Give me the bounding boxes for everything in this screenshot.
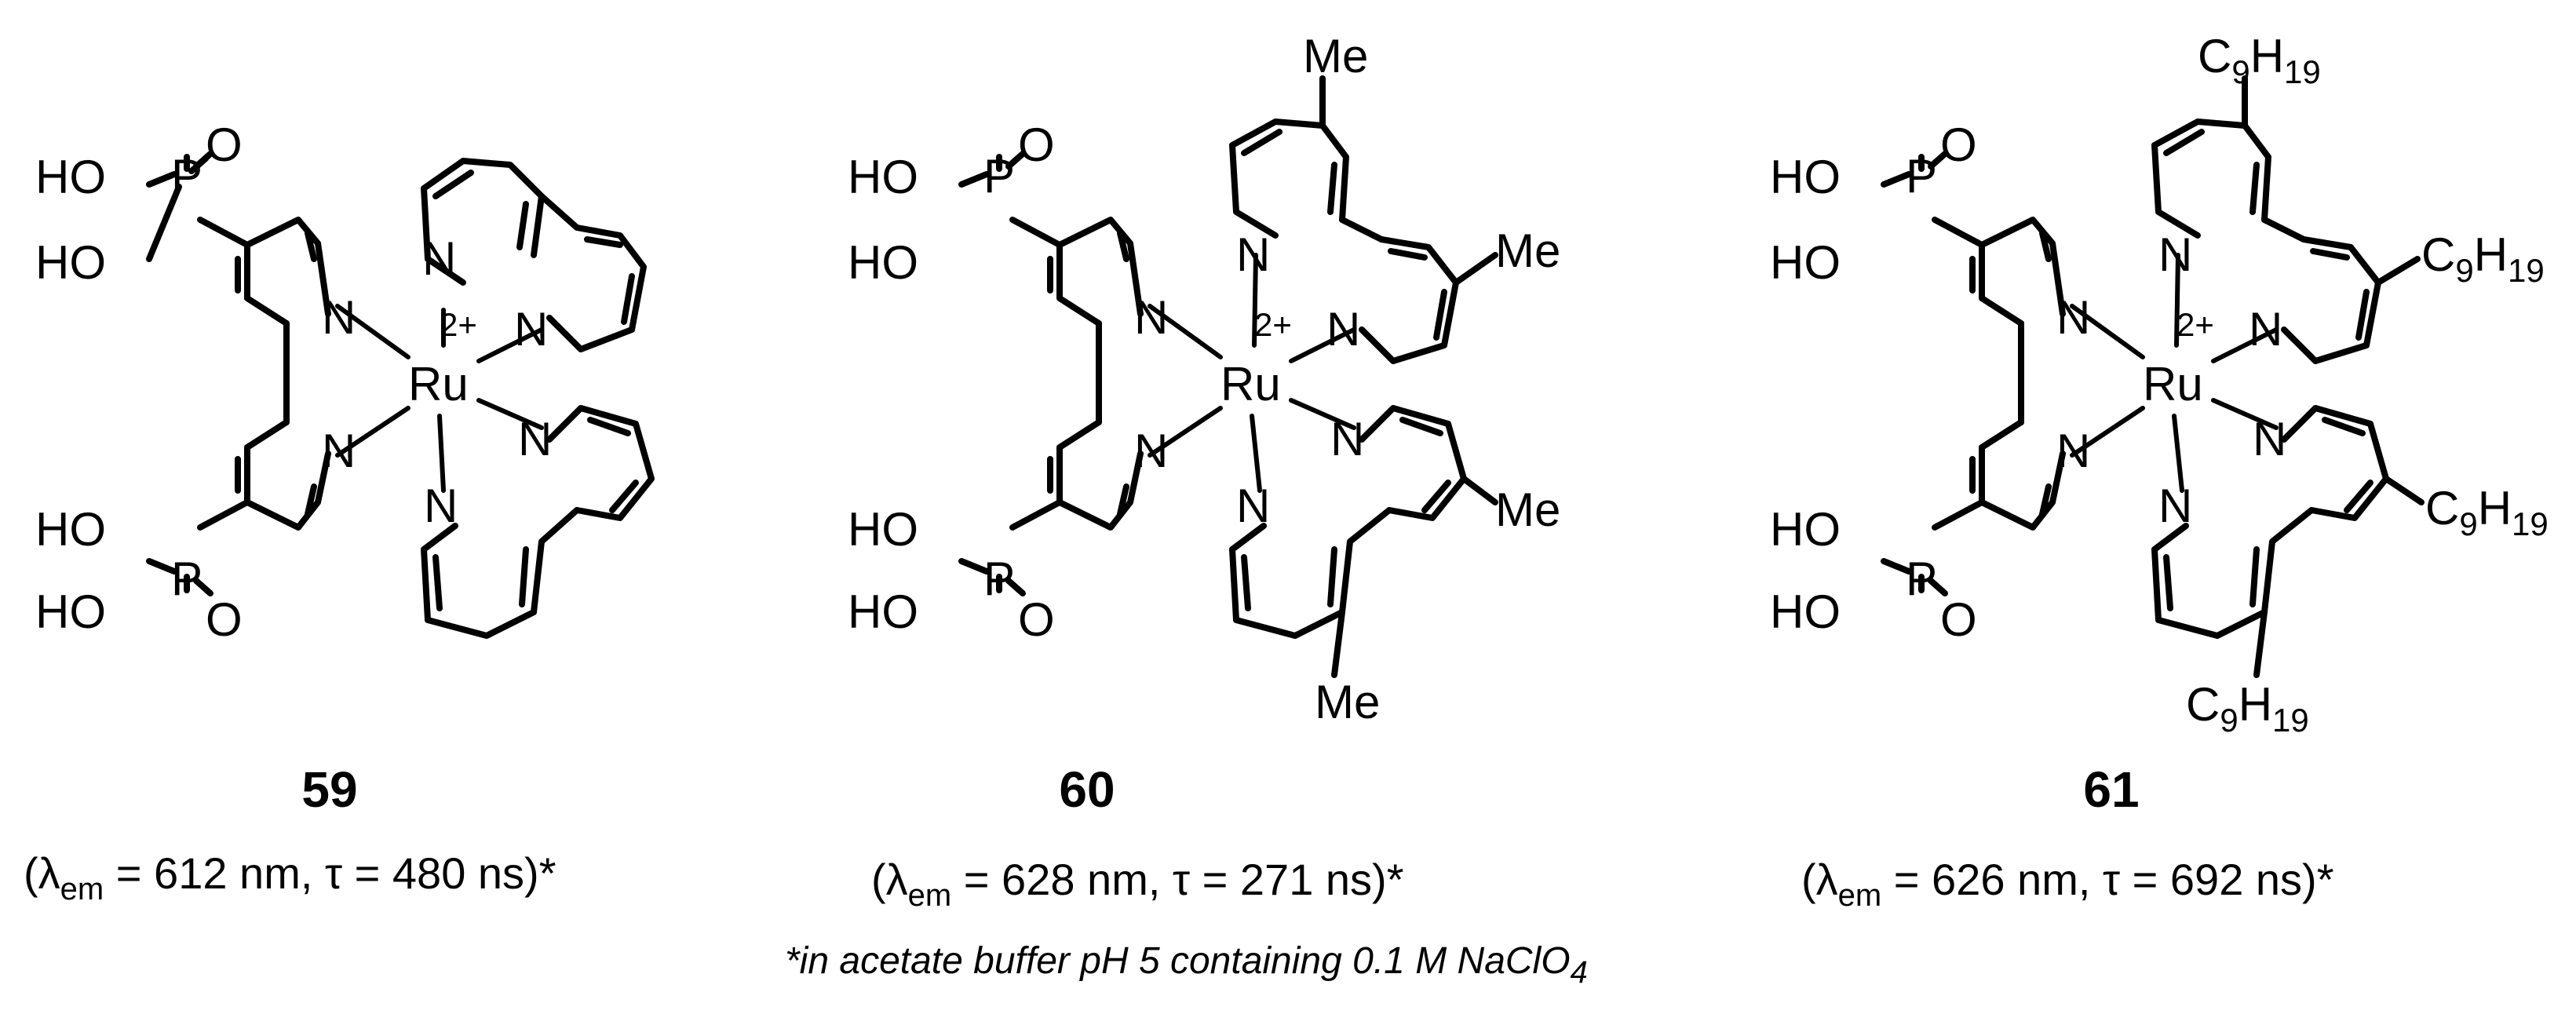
p-label: P: [983, 553, 1015, 605]
n-label: N: [1236, 480, 1270, 532]
compound-id-60: 60: [1059, 761, 1115, 818]
n-label: N: [2158, 480, 2192, 532]
nonyl-label: C9H19: [2425, 482, 2549, 542]
bipyridine-lower: [1229, 405, 1498, 678]
compound-id-61: 61: [2083, 761, 2139, 818]
o-label: O: [206, 593, 243, 646]
photophysics-caption-59: (λem = 612 nm, τ = 480 ns)*: [24, 848, 556, 906]
n-label: N: [1330, 413, 1364, 465]
n-label: N: [2056, 425, 2090, 477]
charge-label: 2+: [1254, 306, 1292, 343]
ho-label: HO: [1770, 503, 1841, 556]
n-label: N: [1134, 425, 1168, 477]
photophysics-caption-61: (λem = 626 nm, τ = 692 ns)*: [1801, 855, 2334, 913]
ruthenium-label: Ru: [408, 358, 469, 410]
bipyridine-upper: [421, 158, 647, 352]
coordination-bonds: [335, 304, 544, 493]
charge-label: 2+: [440, 306, 477, 343]
atom-labels-61: HO HO P O HO HO P O N N N N N N 2+ Ru C9…: [1770, 30, 2549, 739]
ruthenium-label: Ru: [2143, 358, 2203, 410]
p-label: P: [171, 553, 203, 605]
o-label: O: [1018, 593, 1055, 646]
dipyridyl-phosphonate-ligand: [146, 151, 331, 596]
bipyridine-lower: [2151, 405, 2425, 678]
ho-label: HO: [848, 236, 918, 289]
n-label: N: [2056, 291, 2090, 344]
n-label: N: [2253, 413, 2286, 465]
n-label: N: [514, 303, 548, 356]
dipyridyl-phosphonate-ligand: [1881, 151, 2066, 596]
methyl-label: Me: [1495, 483, 1560, 536]
n-label: N: [2158, 228, 2192, 281]
p-label: P: [171, 150, 203, 202]
charge-label: 2+: [2176, 306, 2214, 343]
ho-label: HO: [1770, 236, 1841, 289]
methyl-label: Me: [1315, 676, 1380, 728]
ho-label: HO: [848, 585, 918, 638]
ho-label: HO: [35, 236, 106, 289]
compound-59: [146, 151, 655, 639]
coordination-bonds: [2070, 253, 2279, 493]
n-label: N: [1134, 291, 1168, 344]
ho-label: HO: [35, 503, 106, 556]
nonyl-label: C9H19: [2198, 30, 2321, 90]
footnote: *in acetate buffer pH 5 containing 0.1 M…: [785, 940, 1588, 990]
photophysics-caption-60: (λem = 628 nm, τ = 271 ns)*: [871, 855, 1404, 913]
bipyridine-upper: [1229, 75, 1498, 364]
n-label: N: [1326, 303, 1360, 356]
o-label: O: [1018, 119, 1055, 171]
n-label: N: [518, 413, 552, 465]
ho-label: HO: [848, 151, 918, 203]
ho-label: HO: [35, 151, 106, 203]
o-label: O: [206, 119, 243, 171]
n-label: N: [1236, 228, 1270, 281]
ho-label: HO: [848, 503, 918, 556]
p-label: P: [1906, 553, 1937, 605]
compound-61: [1881, 75, 2425, 678]
coordination-bonds: [1148, 253, 1356, 493]
nonyl-label: C9H19: [2421, 228, 2545, 289]
methyl-label: Me: [1495, 224, 1560, 277]
nonyl-label: C9H19: [2186, 678, 2309, 739]
n-label: N: [2249, 303, 2282, 356]
o-label: O: [1940, 593, 1977, 646]
dipyridyl-phosphonate-ligand: [958, 151, 1144, 596]
bipyridine-upper: [2151, 75, 2421, 364]
atom-labels-59: HO HO P O HO HO P O N N N N N N 2+ Ru: [35, 119, 552, 646]
bipyridine-lower: [421, 405, 655, 639]
n-label: N: [322, 425, 356, 477]
ho-label: HO: [35, 585, 106, 638]
ho-label: HO: [1770, 585, 1841, 638]
o-label: O: [1940, 119, 1977, 171]
p-label: P: [983, 150, 1015, 202]
ho-label: HO: [1770, 151, 1841, 203]
atom-labels-60: HO HO P O HO HO P O N N N N N N 2+ Ru Me…: [848, 30, 1560, 728]
compound-60: [958, 75, 1498, 678]
compound-id-59: 59: [301, 761, 357, 818]
methyl-label: Me: [1303, 30, 1368, 82]
n-label: N: [424, 480, 458, 532]
ruthenium-label: Ru: [1220, 358, 1281, 410]
n-label: N: [422, 232, 456, 285]
n-label: N: [322, 291, 356, 344]
p-label: P: [1906, 150, 1937, 202]
